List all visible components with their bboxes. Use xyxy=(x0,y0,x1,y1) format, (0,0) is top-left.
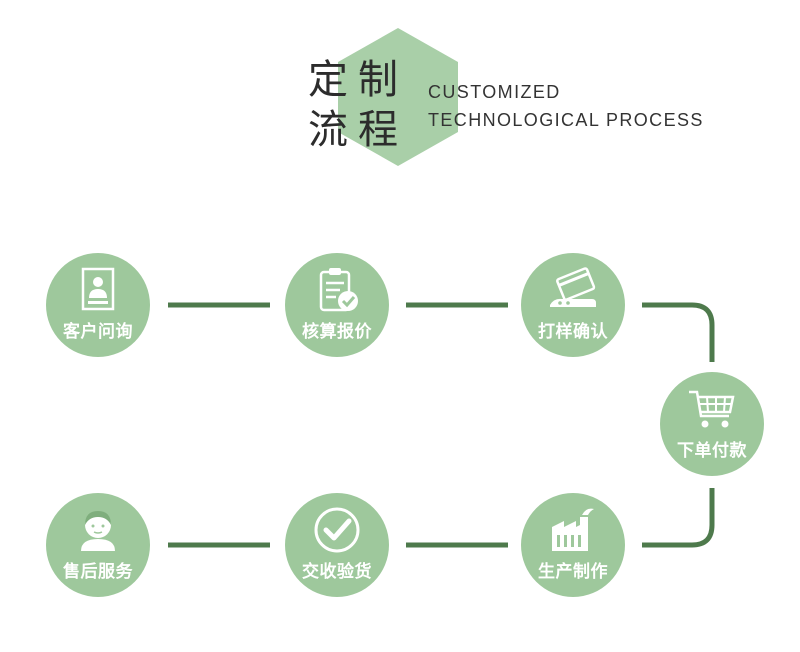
title-english: CUSTOMIZED TECHNOLOGICAL PROCESS xyxy=(428,78,704,134)
contact-card-icon xyxy=(81,267,115,311)
title-line-1: 定制 xyxy=(308,57,408,103)
clipboard-check-icon xyxy=(319,268,358,312)
connector-4-5 xyxy=(642,488,715,548)
title-line-2: 流程 xyxy=(308,107,408,153)
sample-card-icon xyxy=(550,267,596,307)
customer-service-icon xyxy=(81,511,115,551)
hexagon-decoration xyxy=(338,28,458,166)
step-label: 客户问询 xyxy=(63,322,133,342)
step-sample-confirm: 打样确认 xyxy=(521,253,625,357)
step-label: 售后服务 xyxy=(63,562,133,582)
subtitle-line-1: CUSTOMIZED xyxy=(428,82,561,102)
title-chinese: 定制 流程 xyxy=(308,56,408,156)
connector-3-4 xyxy=(642,302,715,362)
step-after-sales: 售后服务 xyxy=(46,493,150,597)
step-delivery-inspection: 交收验货 xyxy=(285,493,389,597)
step-label: 下单付款 xyxy=(677,441,747,461)
factory-icon xyxy=(552,508,594,551)
step-customer-inquiry: 客户问询 xyxy=(46,253,150,357)
header: 定制 流程 CUSTOMIZED TECHNOLOGICAL PROCESS xyxy=(0,0,800,190)
shopping-cart-icon xyxy=(689,390,735,428)
subtitle-line-2: TECHNOLOGICAL PROCESS xyxy=(428,110,704,130)
step-label: 交收验货 xyxy=(302,562,372,582)
step-label: 生产制作 xyxy=(538,562,608,582)
step-order-payment: 下单付款 xyxy=(660,372,764,476)
step-label: 打样确认 xyxy=(538,322,608,342)
step-production: 生产制作 xyxy=(521,493,625,597)
step-cost-quote: 核算报价 xyxy=(285,253,389,357)
checkmark-circle-icon xyxy=(314,507,360,553)
step-label: 核算报价 xyxy=(302,322,372,342)
